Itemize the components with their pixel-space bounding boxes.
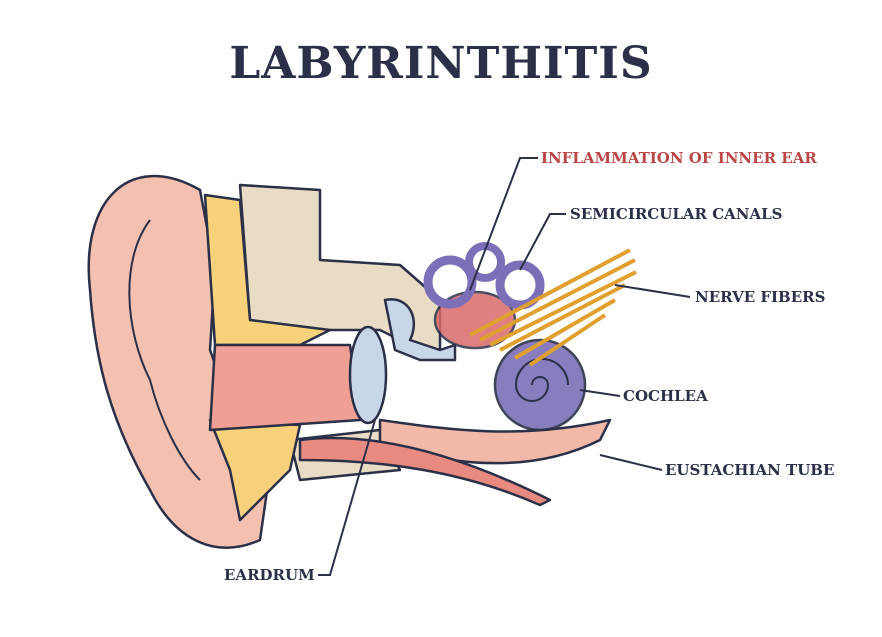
leader-inflammation	[469, 157, 538, 291]
label-inflammation: INFLAMMATION OF INNER EAR	[541, 149, 817, 167]
label-eardrum: EARDRUM	[224, 566, 315, 584]
eardrum	[348, 325, 388, 425]
diagram-title: LABYRINTHITIS	[229, 38, 653, 89]
nerve-fibers	[469, 248, 637, 367]
label-semicircular-canals: SEMICIRCULAR CANALS	[570, 205, 783, 223]
leader-eustachian	[599, 454, 663, 471]
ear-canal	[208, 343, 362, 432]
ossicles	[383, 298, 457, 362]
label-nerve-fibers: NERVE FIBERS	[695, 288, 826, 306]
leader-eardrum	[318, 419, 376, 576]
cochlea	[493, 338, 587, 432]
leader-nerve	[614, 284, 691, 298]
leader-semicircular	[519, 213, 566, 271]
label-eustachian-tube: EUSTACHIAN TUBE	[665, 461, 835, 479]
leader-cochlea	[579, 389, 621, 397]
label-cochlea: COCHLEA	[623, 387, 708, 405]
